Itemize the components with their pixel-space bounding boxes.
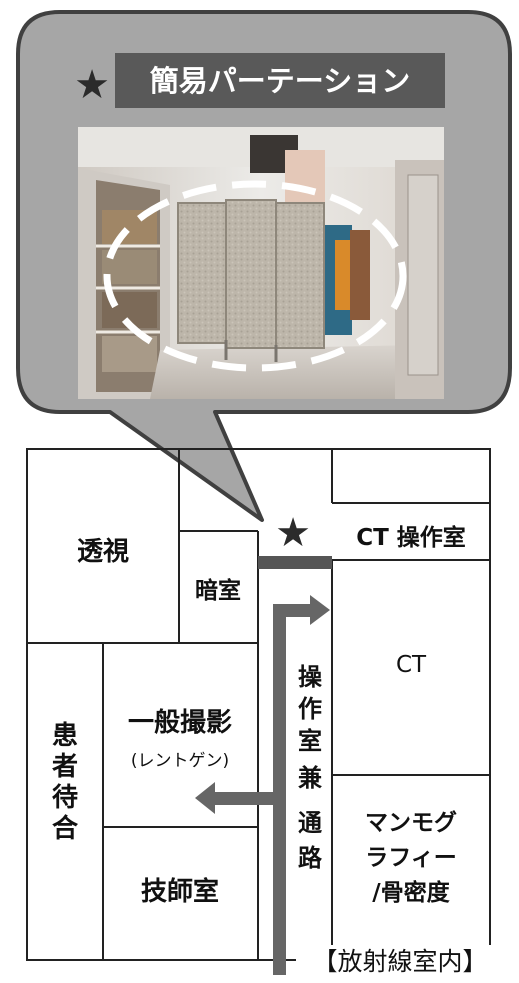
arrow-left-head-icon xyxy=(195,782,215,814)
arrow-left-branch xyxy=(214,792,274,805)
room-ct-label: CT xyxy=(396,652,427,678)
partition-photo xyxy=(78,127,444,399)
waiting-char: 患 xyxy=(52,721,78,751)
waiting-char: 者 xyxy=(52,752,78,782)
callout-star-icon: ★ xyxy=(74,62,110,108)
mammo-line: マンモグ xyxy=(365,809,457,836)
partition-marker xyxy=(258,556,332,569)
mammo-line: ラフィー xyxy=(365,845,457,871)
corridor-char: 室 xyxy=(298,727,322,755)
room-general-label: 一般撮影 xyxy=(128,708,232,738)
partition-star-icon: ★ xyxy=(275,510,311,556)
room-ct-control-label: CT 操作室 xyxy=(356,524,466,551)
corridor-char: 兼 xyxy=(298,764,322,792)
room-mammo-label: マンモグ ラフィー /骨密度 xyxy=(365,809,457,906)
corridor-label: 操 作 室 兼 通 路 xyxy=(298,663,323,872)
footer-label: 【放射線室内】 xyxy=(312,947,487,976)
flow-arrows xyxy=(195,595,330,975)
arrow-right-head-icon xyxy=(310,595,330,625)
corridor-char: 作 xyxy=(298,695,322,723)
corridor-char: 路 xyxy=(298,844,323,872)
callout-title: 簡易パーテーション xyxy=(150,64,410,98)
callout-title-box xyxy=(115,53,445,108)
room-tech-label: 技師室 xyxy=(141,876,219,907)
room-fluoro-label: 透視 xyxy=(77,537,129,567)
arrow-top-branch xyxy=(273,604,313,617)
waiting-char: 合 xyxy=(52,813,79,844)
mammo-line: /骨密度 xyxy=(372,879,450,906)
arrow-shaft xyxy=(273,604,286,975)
room-general-sublabel: (レントゲン) xyxy=(131,751,229,771)
waiting-char: 待 xyxy=(52,783,78,813)
room-waiting-label: 患 者 待 合 xyxy=(52,721,79,844)
corridor-char: 通 xyxy=(298,809,322,837)
corridor-char: 操 xyxy=(298,663,322,691)
room-darkroom-label: 暗室 xyxy=(195,577,241,604)
